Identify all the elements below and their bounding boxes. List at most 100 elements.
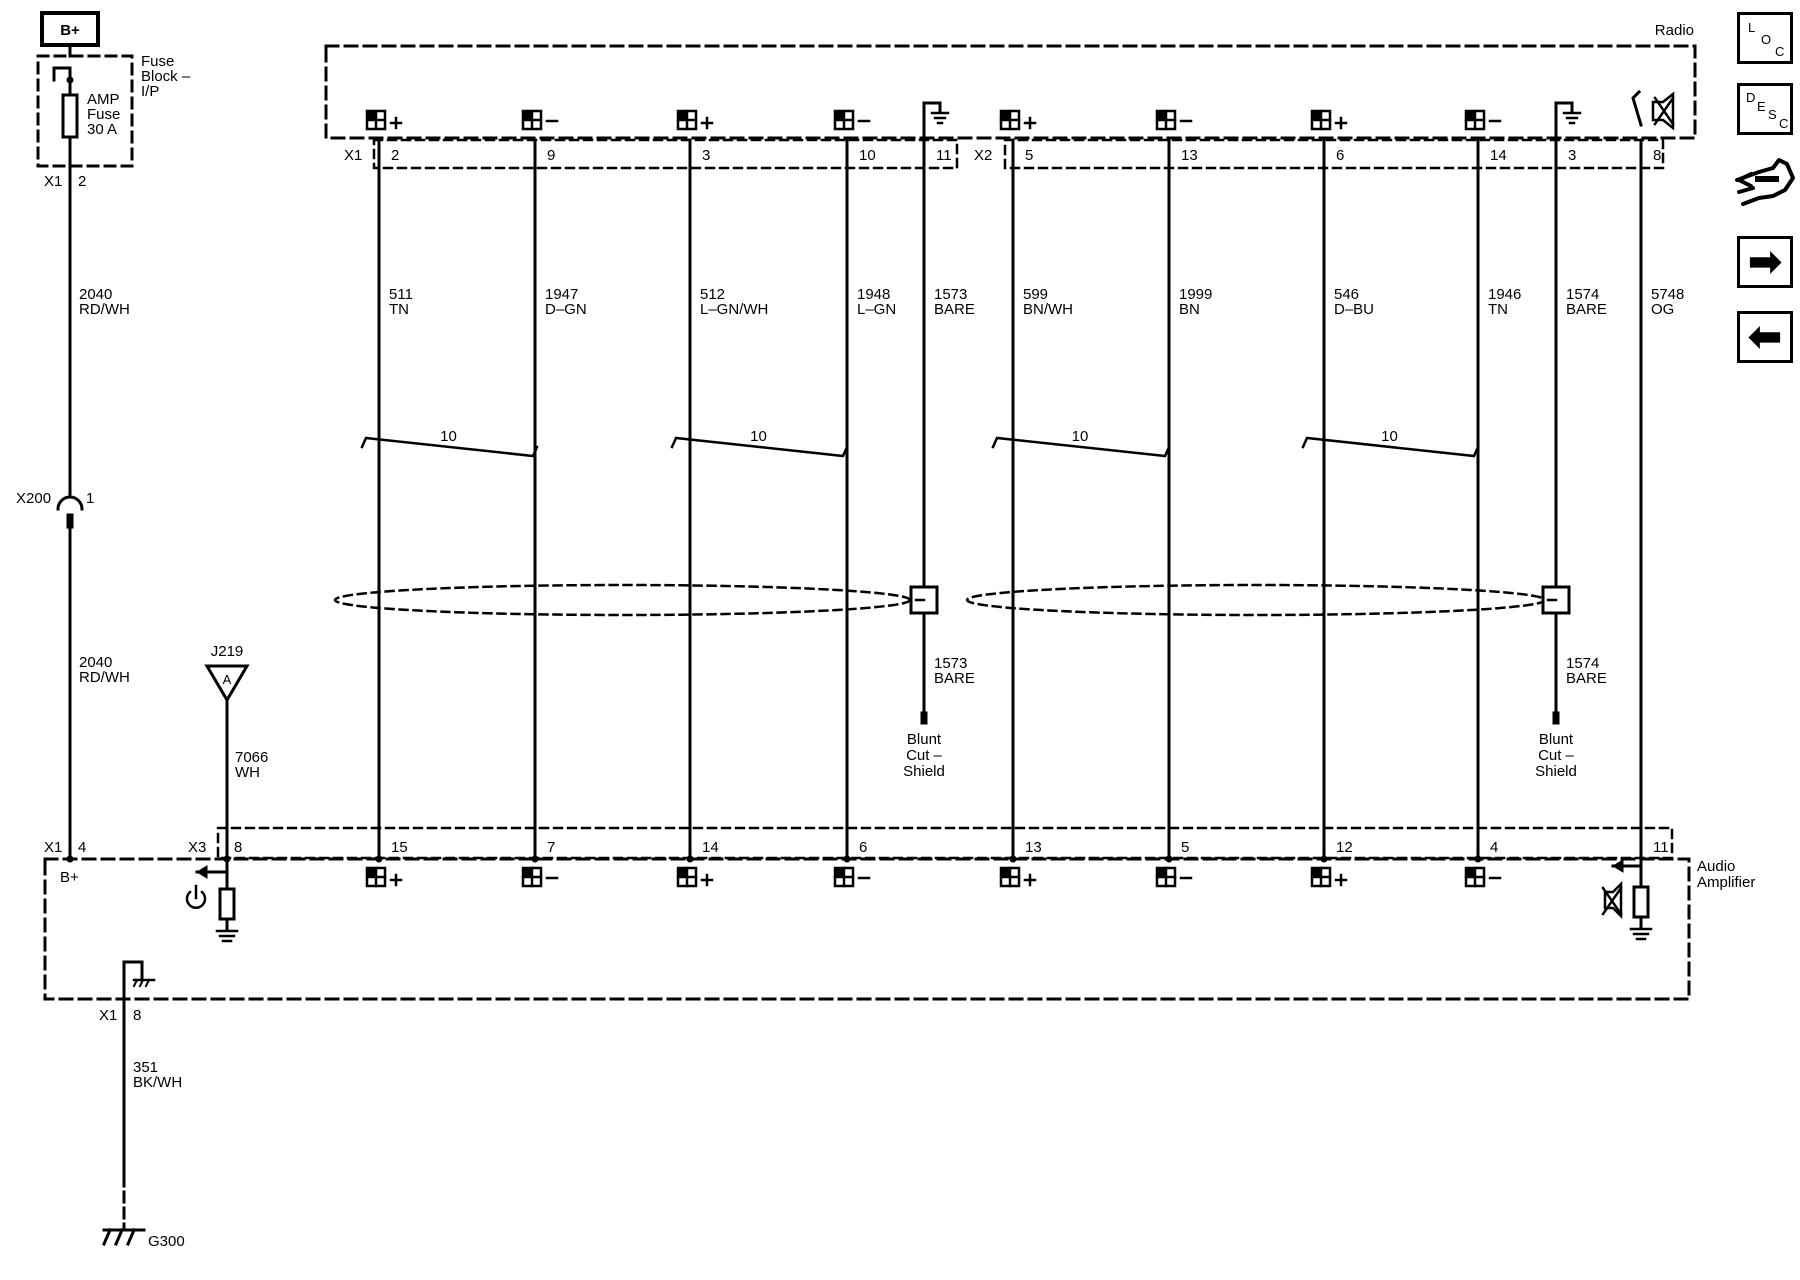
wire-1948-radio-speaker-icon: [833, 109, 871, 131]
fuse-block-label-1: Block –: [141, 68, 191, 85]
wire-512-circuit: 512: [700, 286, 725, 303]
ground-pin-label: 8: [133, 1007, 141, 1024]
shield-1574-wire-color: BARE: [1566, 670, 1607, 687]
fuse-feed-wire-color: RD/WH: [79, 301, 130, 318]
twisted-pair-label-2: 10: [1072, 428, 1089, 445]
power-icon: [185, 884, 207, 909]
previous-page-button[interactable]: ⬅: [1737, 311, 1793, 363]
next-page-button[interactable]: ➡: [1737, 236, 1793, 288]
desc-letter-4: C: [1779, 116, 1789, 131]
g300-ground-icon: [102, 1228, 146, 1246]
radio-connector-x1: [372, 138, 959, 170]
wire-1947-radio-pin: 9: [547, 147, 555, 164]
wire-599-circuit: 599: [1023, 286, 1048, 303]
wire-1948-color: L–GN: [857, 301, 896, 318]
wire-512-color: L–GN/WH: [700, 301, 768, 318]
shield-1573-label-0: Blunt: [907, 731, 942, 748]
fuse-amp-text-2: 30 A: [87, 121, 117, 138]
inline-connector-icon: [56, 495, 84, 511]
wire-599-amp-pin: 13: [1025, 839, 1042, 856]
static-elements: [36, 11, 1697, 1246]
fuse-block-label-2: I/P: [141, 83, 159, 100]
wire-7066-color: WH: [235, 764, 260, 781]
wire-1946-amp-pin: 4: [1490, 839, 1498, 856]
wire-5748-circuit: 5748: [1651, 286, 1684, 303]
shield-1574-label-0: Blunt: [1539, 731, 1574, 748]
wire-1946-circuit: 1946: [1488, 286, 1521, 303]
amplifier-outline: [43, 857, 1691, 1001]
wire-5748-color: OG: [1651, 301, 1674, 318]
radio-connector-x1-label: X1: [344, 147, 362, 164]
wire-1999-amp-pin: 5: [1181, 839, 1189, 856]
ground-connector-label: X1: [99, 1007, 117, 1024]
wire-1947-amp-speaker-icon: [521, 866, 559, 888]
wire-1999-amp-speaker-icon: [1155, 866, 1193, 888]
amp-feed-wire-circuit: 2040: [79, 654, 112, 671]
left-arrow-icon: ⬅: [1748, 315, 1782, 359]
wire-546-radio-pin: 6: [1336, 147, 1344, 164]
desc-letter-3: S: [1768, 107, 1777, 122]
twisted-pair-marker-1: [670, 436, 849, 458]
amplifier-bplus-label: B+: [60, 869, 79, 886]
radio-mute-icon: [1651, 91, 1675, 131]
wire-351-circuit: 351: [133, 1059, 158, 1076]
shield-1573-wire-color: BARE: [934, 670, 975, 687]
j219-letter: A: [223, 672, 232, 687]
wire-1948-amp-pin: 6: [859, 839, 867, 856]
wire-7066-circuit: 7066: [235, 749, 268, 766]
amp-feed-wire-color: RD/WH: [79, 669, 130, 686]
wire-1947-radio-speaker-icon: [521, 109, 559, 131]
wire-1573-color: BARE: [934, 301, 975, 318]
j219-terminal-icon: [204, 664, 250, 703]
twisted-pair-marker-2: [991, 436, 1171, 458]
wire-1999-radio-pin: 13: [1181, 147, 1198, 164]
radio-connector-x2-label: X2: [974, 147, 992, 164]
connector-end-view-button[interactable]: [1733, 150, 1797, 210]
g300-label: G300: [148, 1233, 185, 1250]
wire-1946-radio-speaker-icon: [1464, 109, 1502, 131]
amplifier-label-1: Amplifier: [1697, 874, 1755, 891]
wire-1947-color: D–GN: [545, 301, 587, 318]
wire-1574-color: BARE: [1566, 301, 1607, 318]
location-button[interactable]: L O C: [1737, 12, 1793, 64]
shield-1573-wire-circuit: 1573: [934, 655, 967, 672]
wire-1947-circuit: 1947: [545, 286, 578, 303]
amp-mute-resistor-icon: [1632, 885, 1650, 919]
desc-letter-2: E: [1757, 99, 1766, 114]
wire-599-amp-speaker-icon: [999, 866, 1037, 888]
wire-512-radio-pin: 3: [702, 147, 710, 164]
wire-1573-circuit: 1573: [934, 286, 967, 303]
twisted-pair-label-3: 10: [1381, 428, 1398, 445]
fuse-amp-text-1: Fuse: [87, 106, 120, 123]
twisted-pair-marker-3: [1301, 436, 1480, 458]
wire-1999-radio-speaker-icon: [1155, 109, 1193, 131]
wire-512-amp-pin: 14: [702, 839, 719, 856]
wire-512-amp-speaker-icon: [676, 866, 714, 888]
mute-switch-icon: [1631, 89, 1643, 127]
loc-letter-3: C: [1775, 44, 1785, 59]
twisted-pair-label-1: 10: [750, 428, 767, 445]
wire-1948-amp-speaker-icon: [833, 866, 871, 888]
wire-511-color: TN: [389, 301, 409, 318]
fuse-connector-label: X1: [44, 173, 62, 190]
shield-1573-label-1: Cut –: [906, 747, 943, 764]
wire-511-amp-pin: 15: [391, 839, 408, 856]
desc-letter-1: D: [1746, 90, 1756, 105]
description-button[interactable]: D E S C: [1737, 83, 1793, 135]
j219-resistor-icon: [218, 887, 236, 921]
amp-feed-connector-label: X1: [44, 839, 62, 856]
amplifier-label-0: Audio: [1697, 858, 1735, 875]
j219-label: J219: [211, 643, 244, 660]
right-arrow-icon: ➡: [1748, 240, 1782, 284]
twisted-pair-label-0: 10: [440, 428, 457, 445]
fuse-icon: [61, 93, 79, 139]
shield-ellipse-0: [333, 583, 912, 617]
shield-ellipse-1: [965, 583, 1547, 617]
inline-pin-label: 1: [86, 490, 94, 507]
wire-511-radio-pin: 2: [391, 147, 399, 164]
wire-1946-radio-pin: 14: [1490, 147, 1507, 164]
chassis-ground-icon: [132, 978, 156, 988]
fuse-block-label-0: Fuse: [141, 53, 174, 70]
wire-1948-circuit: 1948: [857, 286, 890, 303]
